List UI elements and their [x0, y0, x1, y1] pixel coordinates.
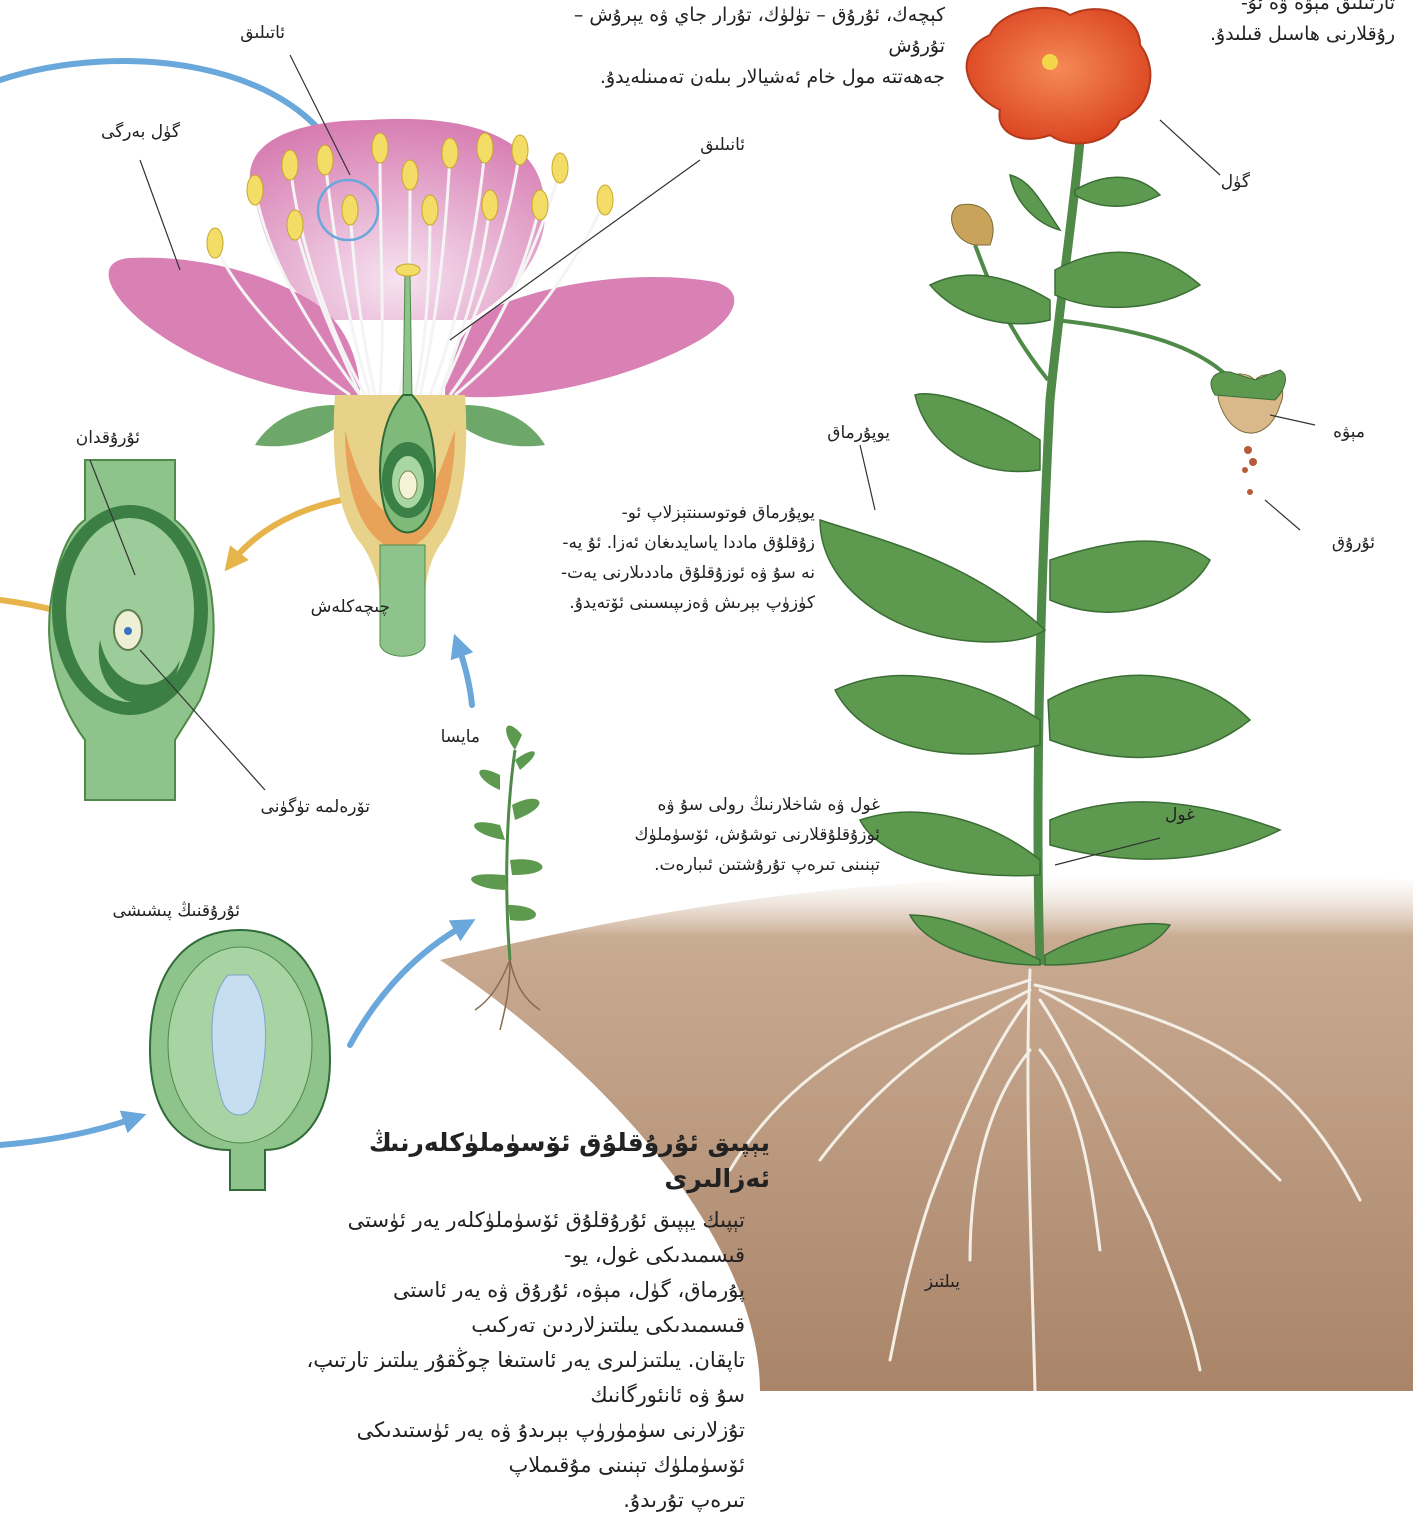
pistil-style [403, 275, 412, 400]
leaf-note: يوپۇرماق فوتوسىنتېزلاپ ئو- زۇقلۇق ماددا … [505, 498, 815, 618]
leaves [820, 175, 1280, 965]
ovule-small [399, 471, 417, 499]
label-flower: گۈل [1200, 172, 1250, 192]
arrow-seed-to-seedling [350, 925, 465, 1045]
top-intro-text: كېچەك، ئۇرۇق – تۈلۈك، تۇرار جاي ۋە يېرۇش… [520, 0, 945, 93]
top-right-text: تارتىلىق مېۋە ۋە ئۇ- رۇقلارنى ھاسىل قىلى… [1150, 0, 1395, 50]
label-seed: ئۇرۇق [1315, 533, 1375, 553]
label-root: يىلتىز [890, 1272, 960, 1292]
fruit [1211, 370, 1285, 495]
label-seed-embryo: ئۇرۇقنىڭ پىشىشى [70, 901, 240, 921]
label-receptacle: چىچەكلەش [290, 597, 390, 617]
label-stamen: ئانىلىق [655, 135, 745, 155]
stem-note: غول ۋە شاخلارنىڭ رولى سۇ ۋە ئوزۇقلۇقلارن… [590, 790, 880, 880]
label-stem: غول [1150, 805, 1195, 825]
label-petal: گۈل بەرگى [70, 122, 180, 142]
arrow-left-to-seed [0, 1118, 135, 1145]
label-ovule: تۆرەلمە تۈگۈنى [230, 797, 370, 817]
sepal-right [460, 405, 545, 446]
section-heading: يېپىق ئۇرۇقلۇق ئۆسۈملۈكلەرنىڭ ئەزالىرى [360, 1125, 770, 1197]
flower-bud [952, 204, 994, 245]
sepal-left [255, 405, 340, 446]
red-flower [967, 8, 1151, 143]
arrow-seedling-to-flower [458, 645, 472, 705]
label-anther: ئاتىلىق [205, 23, 285, 43]
ovary-enlarged [49, 460, 214, 800]
section-body: تېپىك يېپىق ئۇرۇقلۇق ئۆسۈملۈكلەر يەر ئۈس… [300, 1203, 745, 1518]
label-ovary: ئۇرۇقدان [40, 428, 140, 448]
label-leaf: يوپۇرماق [810, 423, 890, 443]
label-fruit: مېۋە [1315, 422, 1365, 442]
stigma [396, 264, 420, 276]
seed-enlarged [150, 930, 330, 1190]
label-seedling: مايسا [410, 727, 480, 747]
